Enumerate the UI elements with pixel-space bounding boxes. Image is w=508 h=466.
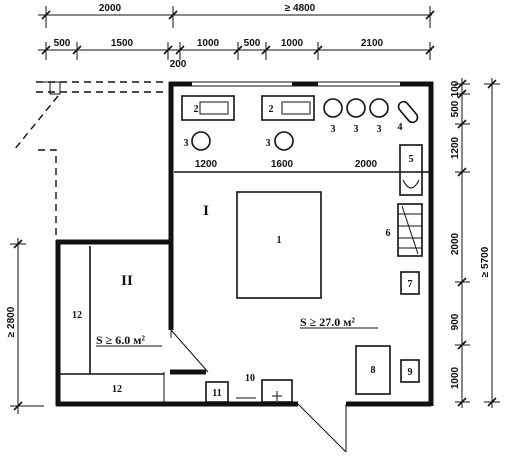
svg-text:2: 2	[269, 104, 274, 115]
room-ii-label: II	[121, 273, 133, 289]
dim-2000: 2000	[99, 3, 122, 14]
doors	[170, 329, 347, 453]
svg-text:3: 3	[266, 138, 271, 149]
top-dimension-row-2: 500 1500 1000 500 1000 2100 200	[38, 38, 435, 70]
stool-a: 3	[184, 131, 211, 151]
dim-100: 100	[450, 80, 461, 97]
stool-e: 3	[369, 98, 389, 135]
dim-1000-b: 1000	[281, 38, 304, 49]
board: 4	[398, 100, 419, 133]
room-i-label: I	[203, 203, 209, 219]
svg-text:2: 2	[194, 104, 199, 115]
svg-text:1: 1	[277, 235, 282, 246]
cabinet: 7	[400, 271, 420, 295]
tub: 5	[399, 144, 423, 196]
dim-1000-a: 1000	[197, 38, 220, 49]
sink-a: 2	[181, 95, 235, 121]
dim-1600-b: 1600	[271, 159, 294, 170]
dim-2000-r: 2000	[450, 232, 461, 255]
box: 11	[205, 381, 229, 403]
svg-text:3: 3	[184, 138, 189, 149]
left-dimension: ≥ 2800	[6, 238, 44, 414]
dim-1000-r: 1000	[450, 366, 461, 389]
svg-text:6: 6	[386, 228, 391, 239]
dim-2000-b: 2000	[355, 159, 378, 170]
dim-2800: ≥ 2800	[6, 306, 17, 337]
svg-text:3: 3	[377, 124, 382, 135]
room-ii-inner	[60, 246, 165, 402]
dim-1200-r: 1200	[450, 136, 461, 159]
svg-text:11: 11	[212, 388, 221, 399]
stool-c: 3	[323, 98, 343, 135]
svg-text:5: 5	[409, 154, 414, 165]
dim-500-a: 500	[54, 38, 71, 49]
chair: 9	[400, 359, 420, 383]
dim-900-r: 900	[450, 313, 461, 330]
fixture: 10	[236, 373, 293, 403]
svg-text:4: 4	[398, 122, 403, 133]
svg-text:3: 3	[331, 124, 336, 135]
dim-500-r: 500	[450, 100, 461, 117]
svg-text:10: 10	[245, 373, 255, 384]
desk: 8	[355, 345, 391, 395]
svg-text:7: 7	[408, 279, 413, 290]
dim-5700: ≥ 5700	[480, 246, 491, 277]
right-dimension-outer: ≥ 5700	[480, 78, 500, 408]
svg-text:8: 8	[371, 365, 376, 376]
room-i-area: S ≥ 27.0 м²	[300, 315, 355, 329]
stool-b: 3	[266, 131, 294, 151]
top-dimension-row-1: 2000 ≥ 4800	[38, 3, 435, 28]
dim-2100: 2100	[361, 38, 384, 49]
room-ii-area: S ≥ 6.0 м²	[96, 333, 145, 347]
svg-text:9: 9	[408, 367, 413, 378]
table: 1	[236, 191, 322, 299]
stool-d: 3	[346, 98, 366, 135]
dim-4800: ≥ 4800	[285, 3, 316, 14]
dim-1500: 1500	[111, 38, 134, 49]
svg-text:3: 3	[354, 124, 359, 135]
walls	[55, 81, 434, 407]
dim-1200-b: 1200	[195, 159, 218, 170]
dim-500-b: 500	[244, 38, 261, 49]
dashed-outline	[13, 81, 168, 240]
right-dimension-inner: 100 500 1200 2000 900 1000	[450, 78, 470, 408]
dim-200: 200	[170, 59, 187, 70]
bench-side-label: 12	[72, 310, 82, 321]
sink-b: 2	[261, 95, 315, 121]
shelf: 6	[386, 203, 423, 257]
bench-bottom-label: 12	[112, 384, 122, 395]
